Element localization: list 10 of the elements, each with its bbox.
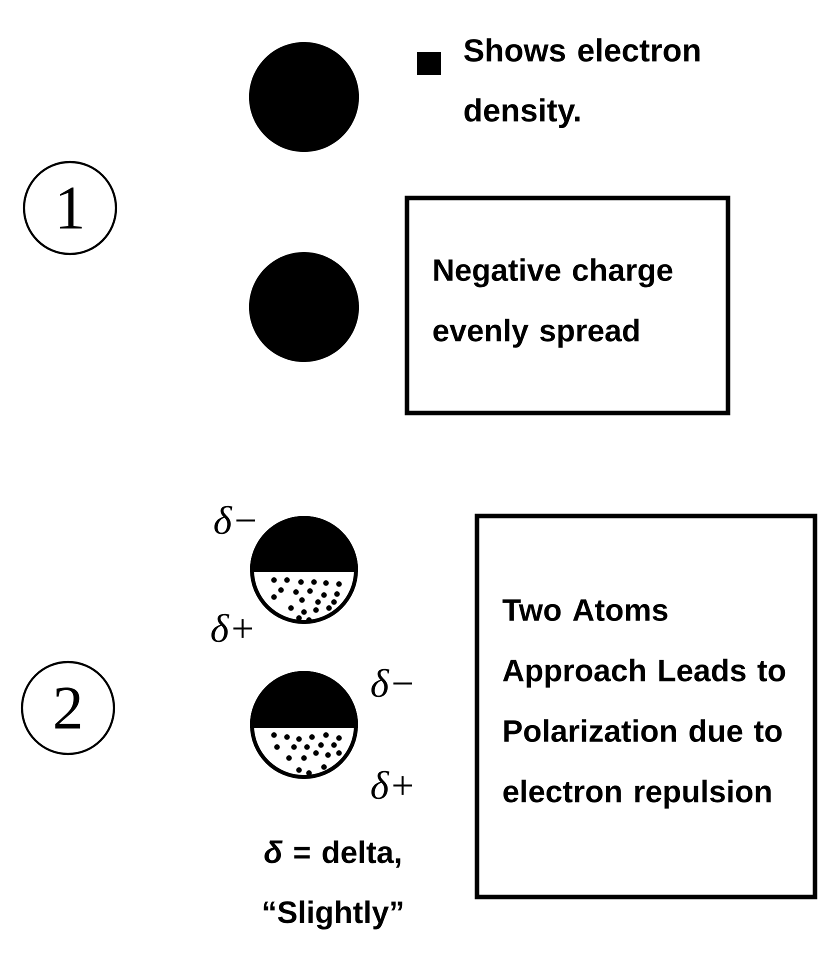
charge-label: δ− [214, 506, 255, 534]
note-text: Shows electron density. [464, 38, 700, 128]
charge-label: δ− [371, 668, 412, 698]
circled-number: 1 [22, 160, 118, 256]
text-box: Negative charge evenly spread [404, 196, 730, 416]
charge-label: δ+ [211, 614, 252, 642]
circled-number: 2 [20, 660, 116, 756]
charge-label: δ+ [371, 770, 412, 800]
note-text: δ = delta, “Slightly” [264, 840, 402, 930]
text-box: Two Atoms Approach Leads to Polarization due to electron repulsion [474, 514, 818, 900]
